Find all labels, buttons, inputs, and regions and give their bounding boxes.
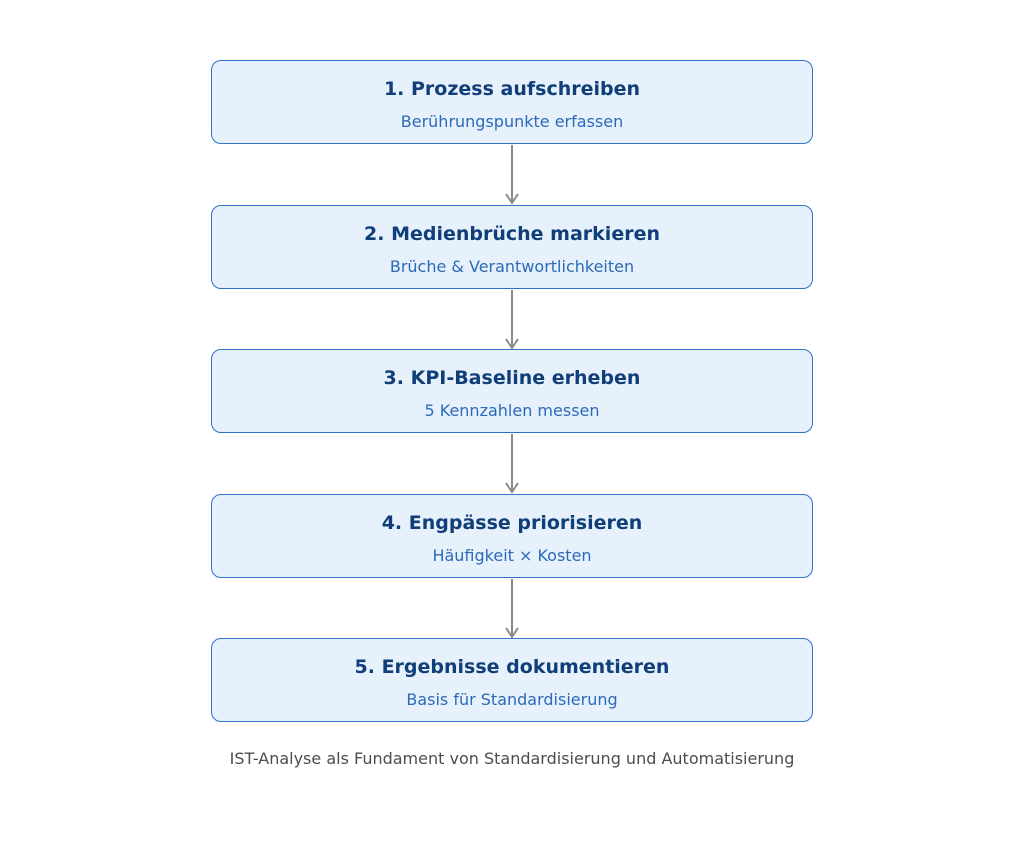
- step-2-box: 2. Medienbrüche markieren Brüche & Veran…: [211, 205, 813, 289]
- step-3-title: 3. KPI-Baseline erheben: [383, 367, 641, 389]
- diagram-caption: IST-Analyse als Fundament von Standardis…: [229, 749, 795, 768]
- step-2-title: 2. Medienbrüche markieren: [364, 223, 660, 245]
- arrow-1-to-2: [505, 145, 519, 205]
- step-3-subtitle: 5 Kennzahlen messen: [424, 401, 600, 420]
- step-4-subtitle: Häufigkeit × Kosten: [432, 546, 592, 565]
- step-1-box: 1. Prozess aufschreiben Berührungspunkte…: [211, 60, 813, 144]
- step-5-box: 5. Ergebnisse dokumentieren Basis für St…: [211, 638, 813, 722]
- step-5-title: 5. Ergebnisse dokumentieren: [354, 656, 670, 678]
- step-4-title: 4. Engpässe priorisieren: [381, 512, 643, 534]
- step-3-box: 3. KPI-Baseline erheben 5 Kennzahlen mes…: [211, 349, 813, 433]
- step-2-subtitle: Brüche & Verantwortlichkeiten: [389, 257, 635, 276]
- step-5-subtitle: Basis für Standardisierung: [406, 690, 618, 709]
- arrow-4-to-5: [505, 579, 519, 639]
- step-1-subtitle: Berührungspunkte erfassen: [400, 112, 624, 131]
- arrow-3-to-4: [505, 434, 519, 494]
- step-4-box: 4. Engpässe priorisieren Häufigkeit × Ko…: [211, 494, 813, 578]
- arrow-2-to-3: [505, 290, 519, 350]
- step-1-title: 1. Prozess aufschreiben: [383, 78, 641, 100]
